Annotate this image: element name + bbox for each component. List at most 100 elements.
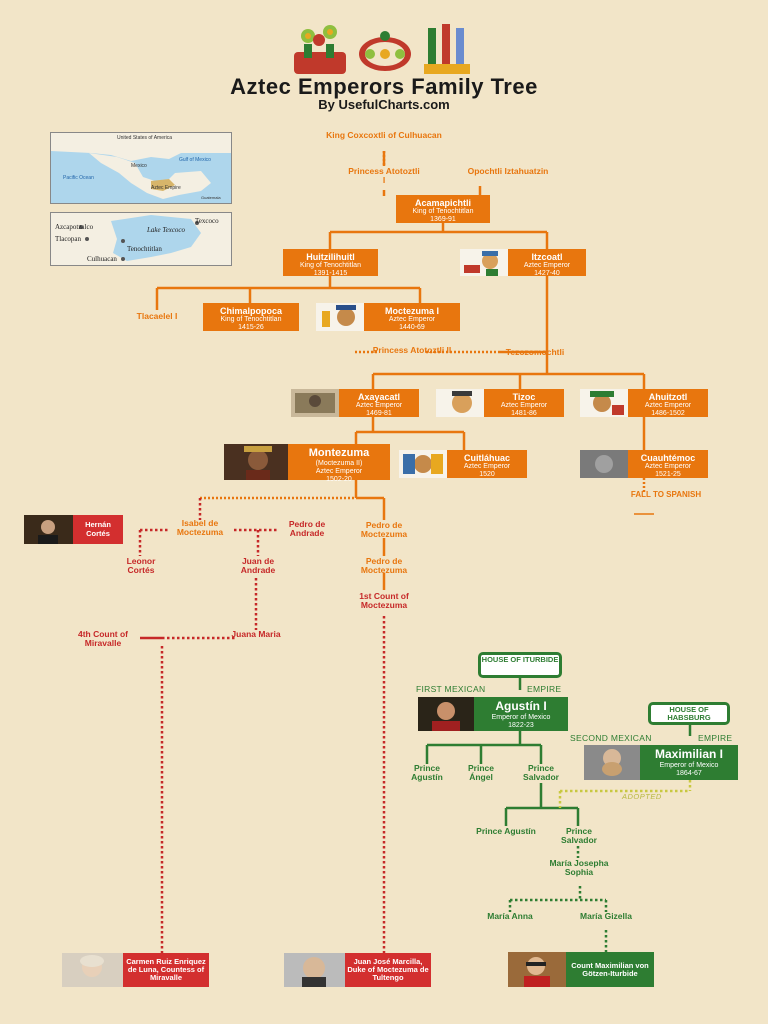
agustin-i-dates: 1822-23 [508, 721, 534, 729]
person-atotoztli-i: Princess Atotoztli I [348, 166, 420, 185]
map-label-culhuacan: Culhuacan [87, 255, 117, 263]
aztec-glyphs-logo [294, 24, 470, 74]
adopted-label: ADOPTED [622, 792, 662, 801]
huitzilihuitl-title: King of Tenochtitlan [300, 262, 361, 270]
chimalpopoca-dates: 1415-26 [238, 324, 264, 332]
person-isabel-de-moctezuma: Isabel de Moctezuma [176, 518, 224, 537]
person-pedro-de-andrade: Pedro de Andrade [288, 519, 326, 538]
map-label-texcoco: Texcoco [195, 217, 219, 225]
first-mexican-label: FIRST MEXICAN [416, 684, 486, 694]
montezuma-name: Montezuma [308, 447, 370, 459]
cuitlahuac-title: Aztec Emperor [463, 463, 511, 471]
portrait-moctezuma-i [316, 303, 364, 331]
person-juana-maria: Juana Maria [231, 629, 281, 639]
person-prince-salvador-2: Prince Salvador [561, 826, 597, 845]
map-landmass [51, 133, 231, 199]
box-huitzilihuitl: Huitzilihuitl King of Tenochtitlan 1391-… [283, 249, 378, 278]
tizoc-dates: 1481-86 [511, 410, 537, 418]
cuauhtemoc-dates: 1521-25 [655, 471, 681, 479]
agustin-i-title: Emperor of Mexico [491, 713, 551, 721]
portrait-hernan-cortes [24, 515, 73, 544]
ahuitzotl-name: Ahuitzotl [648, 392, 688, 402]
acamapichtli-dates: 1369-91 [430, 216, 456, 224]
maximilian-i-name: Maximilian I [654, 747, 724, 761]
map-label-tenochtitlan: Tenochtitlan [127, 245, 162, 253]
fall-to-spanish-label: FALL TO SPANISH [630, 490, 702, 499]
map-label-lake-texcoco: Lake Texcoco [147, 226, 186, 234]
map-label-pacific: Pacific Ocean [63, 175, 94, 181]
person-maria-josepha-sophia: María Josepha Sophia [549, 858, 609, 877]
chimalpopoca-name: Chimalpopoca [219, 306, 282, 316]
house-of-habsburg-label: HOUSE OF HABSBURG [648, 702, 730, 725]
moctezuma-i-dates: 1440-69 [399, 324, 425, 332]
person-maria-gizella: María Gizella [580, 911, 632, 921]
itzcoatl-name: Itzcoatl [531, 252, 563, 262]
person-4th-count-miravalle: 4th Count of Miravalle [77, 629, 129, 648]
portrait-maximilian-i [584, 745, 640, 780]
portrait-axayacatl [291, 389, 339, 417]
map-label-mexico: Mexico [131, 163, 147, 169]
box-montezuma: Montezuma (Moctezuma II) Aztec Emperor 1… [288, 444, 390, 483]
person-juan-de-andrade: Juan de Andrade [240, 556, 276, 575]
maximilian-i-title: Emperor of Mexico [659, 761, 719, 769]
person-maria-anna: María Anna [487, 911, 533, 921]
portrait-tizoc [436, 389, 484, 417]
acamapichtli-title: King of Tenochtitlan [412, 208, 474, 216]
axayacatl-title: Aztec Emperor [355, 402, 403, 410]
montezuma-title: Aztec Emperor [315, 467, 363, 475]
agustin-i-name: Agustín I [495, 699, 547, 713]
page-subtitle: By UsefulCharts.com [318, 97, 450, 112]
moctezuma-i-title: Aztec Emperor [388, 316, 436, 324]
axayacatl-dates: 1469-81 [366, 410, 392, 418]
person-tezozomochtli: Tezozomochtli [505, 347, 565, 357]
house-of-iturbide-label: HOUSE OF ITURBIDE [478, 652, 562, 678]
cuitlahuac-name: Cuitláhuac [463, 453, 510, 463]
box-maximilian-i: Maximilian I Emperor of Mexico 1864-67 [640, 745, 738, 780]
portrait-count-maximilian [508, 952, 566, 987]
person-prince-agustin: Prince Agustín [411, 763, 443, 782]
person-tlacaelel: Tlacaelel I [136, 311, 178, 321]
itzcoatl-dates: 1427-40 [534, 270, 560, 278]
first-empire-label: EMPIRE [527, 684, 562, 694]
box-cuitlahuac: Cuitláhuac Aztec Emperor 1520 [447, 450, 527, 478]
box-carmen-ruiz: Carmen Ruiz Enriquez de Luna, Countess o… [123, 953, 209, 987]
cuauhtemoc-title: Aztec Emperor [644, 463, 692, 471]
person-leonor-cortes: Leonor Cortés [126, 556, 156, 575]
box-chimalpopoca: Chimalpopoca King of Tenochtitlan 1415-2… [203, 303, 299, 331]
page-title: Aztec Emperors Family Tree [230, 74, 538, 99]
portrait-cuauhtemoc [580, 450, 628, 478]
acamapichtli-name: Acamapichtli [414, 198, 472, 208]
moctezuma-i-name: Moctezuma I [384, 306, 439, 316]
box-juan-jose-marcilla: Juan José Marcilla, Duke of Moctezuma de… [345, 953, 431, 987]
box-count-maximilian: Count Maximilian von Götzen-Iturbide [566, 952, 654, 987]
chimalpopoca-title: King of Tenochtitlan [220, 316, 282, 324]
huitzilihuitl-dates: 1391-1415 [313, 270, 348, 278]
second-empire-label: EMPIRE [698, 733, 733, 743]
tizoc-name: Tizoc [512, 392, 536, 402]
second-mexican-label: SECOND MEXICAN [570, 733, 652, 743]
map-label-gulf: Gulf of Mexico [179, 157, 211, 163]
box-moctezuma-i: Moctezuma I Aztec Emperor 1440-69 [364, 303, 460, 331]
map-label-azcapotzalco: Azcapotzalco [55, 223, 94, 231]
box-tizoc: Tizoc Aztec Emperor 1481-86 [484, 389, 564, 417]
cuauhtemoc-name: Cuauhtémoc [640, 453, 696, 463]
lake-texcoco-shape [79, 215, 201, 261]
box-cuauhtemoc: Cuauhtémoc Aztec Emperor 1521-25 [628, 450, 708, 478]
portrait-ahuitzotl [580, 389, 628, 417]
box-acamapichtli: Acamapichtli King of Tenochtitlan 1369-9… [396, 195, 490, 223]
cuitlahuac-dates: 1520 [479, 471, 495, 479]
portrait-itzcoatl [460, 249, 508, 276]
map-label-aztec-empire: Aztec Empire [151, 185, 181, 191]
person-prince-angel: Prince Ángel [468, 763, 494, 782]
huitzilihuitl-name: Huitzilihuitl [306, 252, 355, 262]
box-agustin-i: Agustín I Emperor of Mexico 1822-23 [474, 697, 568, 731]
wheel-glyph-icon [359, 31, 411, 71]
portrait-juan-jose-marcilla [284, 953, 345, 987]
itzcoatl-title: Aztec Emperor [523, 262, 571, 270]
map-label-tlacopan: Tlacopan [55, 235, 82, 243]
portrait-agustin-i [418, 697, 474, 731]
plant-glyph-icon [424, 24, 470, 74]
box-itzcoatl: Itzcoatl Aztec Emperor 1427-40 [508, 249, 586, 278]
montezuma-dates: 1502-20 [326, 475, 352, 483]
